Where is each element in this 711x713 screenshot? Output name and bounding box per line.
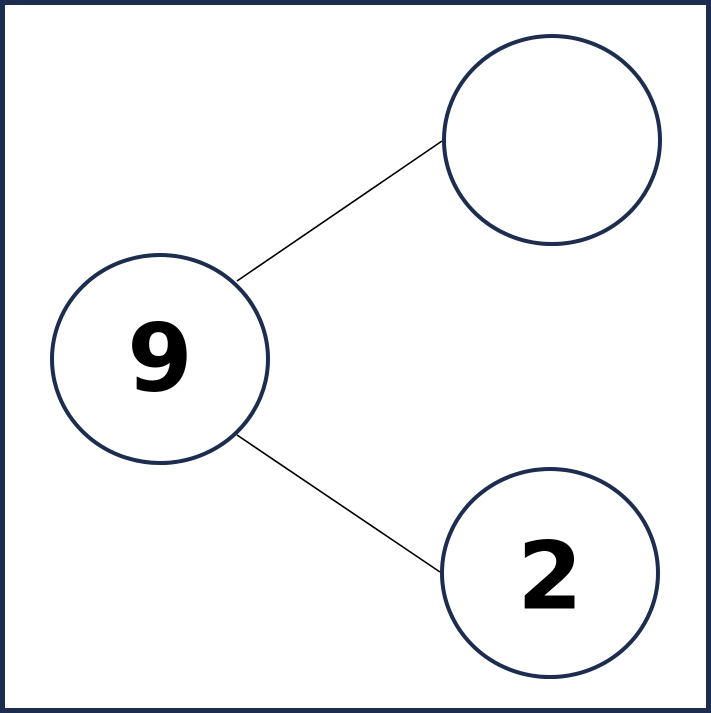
- part-node-top: [442, 34, 662, 246]
- part-node-bottom-label: 2: [517, 523, 582, 632]
- connector-whole-to-part-top: [236, 140, 443, 282]
- number-bond-diagram: 9 2: [50, 34, 662, 679]
- whole-node: 9: [50, 253, 270, 465]
- whole-node-label: 9: [127, 305, 192, 414]
- connector-whole-to-part-bottom: [236, 434, 441, 573]
- part-node-bottom: 2: [440, 467, 660, 679]
